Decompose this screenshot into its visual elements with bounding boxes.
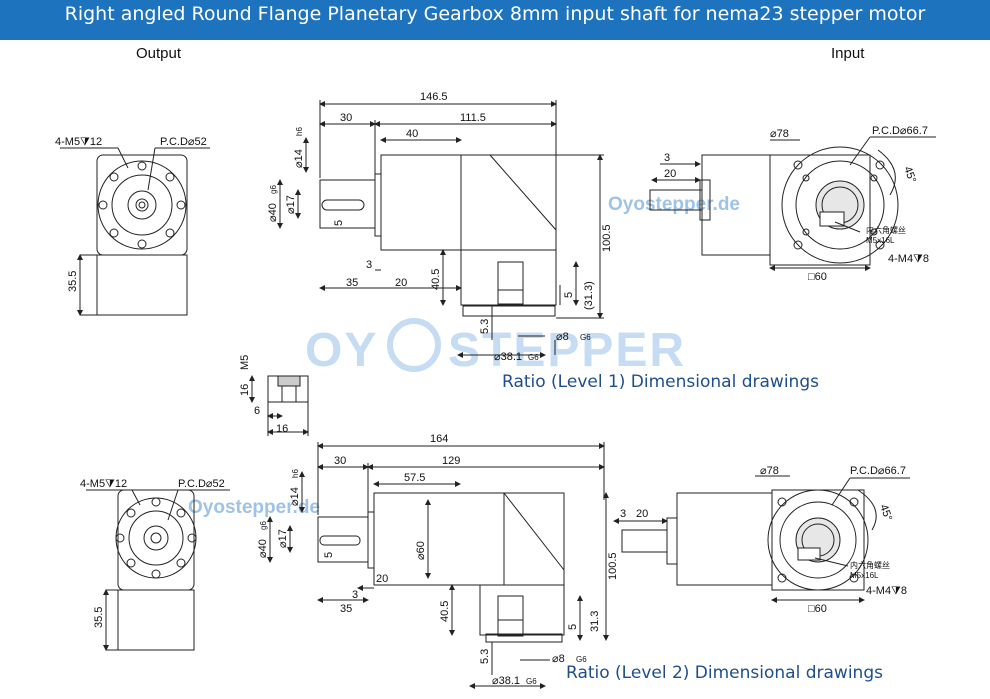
key-m5: M5 [239, 355, 251, 370]
l1-dim-3: 3 [366, 259, 372, 271]
l2-dim-31-3: 31.3 [589, 611, 601, 632]
l2-phi14-tol: h6 [291, 469, 300, 478]
l2-body-length: 129 [442, 455, 460, 467]
l1-dim-5: 5 [563, 292, 575, 298]
l1-key-width: 5 [333, 220, 345, 226]
l2-phi40-tol: g6 [259, 521, 268, 530]
l1-phi8: ⌀8 [556, 331, 569, 343]
l1-dim-31-3: (31.3) [583, 281, 595, 310]
output-view-label: Output [136, 45, 182, 62]
level1-output-view [60, 147, 210, 316]
l1-phi38-tol: G6 [528, 353, 539, 362]
l1-phi40: ⌀40 [267, 203, 279, 222]
title-banner [0, 0, 990, 40]
l1-input-pcd: P.C.D⌀66.7 [872, 125, 928, 137]
l1-phi14-tol: h6 [295, 127, 304, 136]
l2-key-width: 5 [323, 552, 335, 558]
l1-phi17: ⌀17 [285, 195, 297, 214]
l1-phi38: ⌀38.1 [494, 351, 522, 363]
caption-level1: Ratio (Level 1) Dimensional drawings [502, 372, 819, 392]
l2-phi60: ⌀60 [415, 541, 427, 560]
l2-dim-5: 5 [567, 624, 579, 630]
l2-phi14: ⌀14 [289, 487, 301, 506]
l2-dim-40-5: 40.5 [439, 601, 451, 622]
l1-dim-5-3: 5.3 [479, 319, 491, 334]
l2-phi8-tol: G6 [576, 655, 587, 664]
l2-phi38: ⌀38.1 [492, 675, 520, 687]
l2-dim-3: 3 [352, 589, 358, 601]
l2-dim-100-5: 100.5 [607, 552, 619, 580]
gear-logo-icon [387, 318, 441, 372]
l2-phi17: ⌀17 [277, 529, 289, 548]
l1-dim-35: 35 [346, 277, 358, 289]
l2-flange-length: 57.5 [404, 472, 425, 484]
l2-total-length: 164 [430, 433, 448, 445]
l2-input-phi78: ⌀78 [760, 465, 779, 477]
l2-input-thread: 4-M4⧩8 [866, 585, 907, 597]
l2-input-angle: 45° [877, 503, 894, 523]
l1-dim-40-5: 40.5 [430, 269, 442, 290]
level2-side-view [267, 442, 609, 689]
caption-level2: Ratio (Level 2) Dimensional drawings [566, 663, 883, 683]
l2-phi40: ⌀40 [257, 539, 269, 558]
l2-dim-20: 20 [376, 573, 388, 585]
l2-input-pcd: P.C.D⌀66.7 [850, 465, 906, 477]
watermark-site-1: Oyostepper.de [608, 194, 740, 215]
l1-phi14: ⌀14 [293, 149, 305, 168]
level2-output-view [86, 489, 230, 651]
l1-total-length: 146.5 [420, 91, 448, 103]
l1-shaft-length: 30 [340, 112, 352, 124]
l1-input-thread: 4-M4⧩8 [888, 253, 929, 265]
l1-dim-100-5: 100.5 [601, 224, 613, 252]
l2-output-height: 35.5 [93, 607, 105, 628]
level1-side-view [277, 100, 604, 358]
l1-phi40-tol: g6 [269, 185, 278, 194]
l2-phi38-tol: G6 [526, 677, 537, 686]
l1-input-angle: 45° [901, 165, 918, 185]
l1-input-square: □60 [808, 271, 827, 283]
l2-shaft-length: 30 [334, 455, 346, 467]
l2-output-thread: 4-M5⧩12 [80, 478, 127, 490]
l2-phi8: ⌀8 [552, 653, 565, 665]
l1-input-dim-20: 20 [664, 168, 676, 180]
key-detail [249, 375, 309, 436]
l1-output-pcd: P.C.D⌀52 [160, 136, 207, 148]
l1-phi8-tol: G6 [580, 333, 591, 342]
svg-text:OY: OY [305, 324, 378, 377]
watermark-site-2: Oyostepper.de [188, 497, 320, 518]
l1-output-height: 35.5 [67, 271, 79, 292]
l2-dim-35: 35 [340, 603, 352, 615]
key-16a: 16 [239, 384, 251, 396]
l2-output-pcd: P.C.D⌀52 [178, 478, 225, 490]
level1-input-view [649, 136, 936, 271]
l1-output-thread: 4-M5⧩12 [55, 136, 102, 148]
l1-body-length: 111.5 [460, 112, 486, 124]
l2-screw-cn: 内六角螺丝 [850, 560, 890, 570]
level2-input-view [613, 475, 910, 603]
l1-screw: M5x16L [866, 236, 895, 245]
key-16b: 16 [276, 423, 288, 435]
l2-screw: M5x16L [850, 571, 879, 580]
l2-dim-5-3: 5.3 [479, 649, 491, 664]
l2-input-square: □60 [808, 603, 827, 615]
watermark-logo: OY STEPPER [305, 318, 686, 377]
l1-input-dim-3: 3 [664, 152, 670, 164]
input-view-label: Input [831, 45, 865, 62]
l1-dim-20: 20 [395, 277, 407, 289]
l1-flange-length: 40 [406, 128, 418, 140]
l2-input-dim-3: 3 [620, 508, 626, 520]
svg-text:STEPPER: STEPPER [448, 324, 686, 377]
l1-input-phi78: ⌀78 [770, 128, 789, 140]
page-title: Right angled Round Flange Planetary Gear… [64, 3, 926, 25]
l2-input-dim-20: 20 [636, 508, 648, 520]
l1-screw-cn: 内六角螺丝 [866, 225, 906, 235]
key-6: 6 [254, 405, 260, 417]
